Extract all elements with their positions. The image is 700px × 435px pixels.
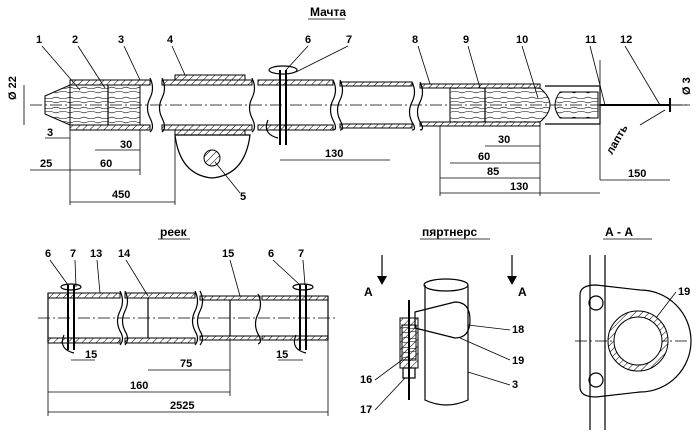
yard-callout-13: 13 bbox=[90, 248, 102, 260]
callout-7: 7 bbox=[346, 34, 352, 46]
dim-150: 150 bbox=[628, 168, 646, 180]
partners-callouts: 18 19 16 17 3 bbox=[360, 324, 524, 416]
yard-callout-15: 15 bbox=[222, 248, 234, 260]
yard-callout-14: 14 bbox=[118, 248, 131, 260]
partners-drawing bbox=[377, 255, 517, 406]
yard-callouts: 6 7 13 14 15 6 7 bbox=[45, 248, 306, 297]
partners-callout-19: 19 bbox=[512, 355, 524, 367]
yard-dim-15-left: 15 bbox=[85, 349, 97, 361]
callout-5: 5 bbox=[240, 191, 246, 203]
yard-callout-7b: 7 bbox=[298, 248, 304, 260]
dim-60-right: 60 bbox=[478, 151, 490, 163]
yard-dim-75: 75 bbox=[180, 358, 192, 370]
yard-dim-160: 160 bbox=[130, 380, 148, 392]
dim-25: 25 bbox=[40, 158, 52, 170]
callout-3: 3 bbox=[118, 34, 124, 46]
dim-130-right: 130 bbox=[510, 181, 528, 193]
mast-drawing bbox=[30, 60, 690, 180]
callout-8: 8 bbox=[412, 34, 418, 46]
dim-diameter-3: Ø 3 bbox=[681, 77, 693, 95]
yard-dimensions: 15 75 15 160 2525 bbox=[47, 338, 329, 416]
yard-dim-15-right: 15 bbox=[276, 349, 288, 361]
dim-130-mid: 130 bbox=[325, 148, 343, 160]
partners-callout-17: 17 bbox=[360, 404, 372, 416]
mast-title: Мачта bbox=[310, 5, 346, 19]
dim-30-left: 30 bbox=[120, 139, 132, 151]
callout-9: 9 bbox=[463, 34, 469, 46]
dim-3: 3 bbox=[47, 127, 53, 139]
callout-1: 1 bbox=[36, 34, 42, 46]
partners-callout-16: 16 bbox=[360, 374, 372, 386]
lashing-label: лапть bbox=[604, 123, 630, 157]
section-a-drawing bbox=[575, 255, 692, 430]
yard-drawing bbox=[38, 283, 335, 354]
dim-85: 85 bbox=[487, 166, 499, 178]
callout-12: 12 bbox=[620, 34, 632, 46]
partners-title: пяртнерс bbox=[422, 225, 478, 239]
callout-6: 6 bbox=[305, 34, 311, 46]
yard-callout-6a: 6 bbox=[45, 248, 51, 260]
section-mark-left: А bbox=[364, 285, 373, 299]
yard-dim-2525: 2525 bbox=[170, 400, 194, 412]
dim-60-left: 60 bbox=[100, 158, 112, 170]
dim-diameter-22: Ø 22 bbox=[7, 76, 19, 100]
mast-callouts: 1 2 3 4 6 7 8 9 10 11 12 5 bbox=[36, 34, 661, 203]
yard-title: реек bbox=[160, 225, 188, 239]
callout-10: 10 bbox=[516, 34, 528, 46]
dim-450: 450 bbox=[112, 189, 130, 201]
partners-callout-3: 3 bbox=[512, 379, 518, 391]
section-title: А - А bbox=[605, 225, 633, 239]
yard-callout-6b: 6 bbox=[268, 248, 274, 260]
dim-30-right: 30 bbox=[498, 134, 510, 146]
partners-callout-18: 18 bbox=[512, 324, 524, 336]
yard-callout-7a: 7 bbox=[70, 248, 76, 260]
callout-11: 11 bbox=[585, 34, 597, 46]
section-callout-19: 19 bbox=[678, 286, 690, 298]
section-mark-right: А bbox=[518, 285, 527, 299]
callout-4: 4 bbox=[167, 34, 174, 46]
callout-2: 2 bbox=[72, 34, 78, 46]
